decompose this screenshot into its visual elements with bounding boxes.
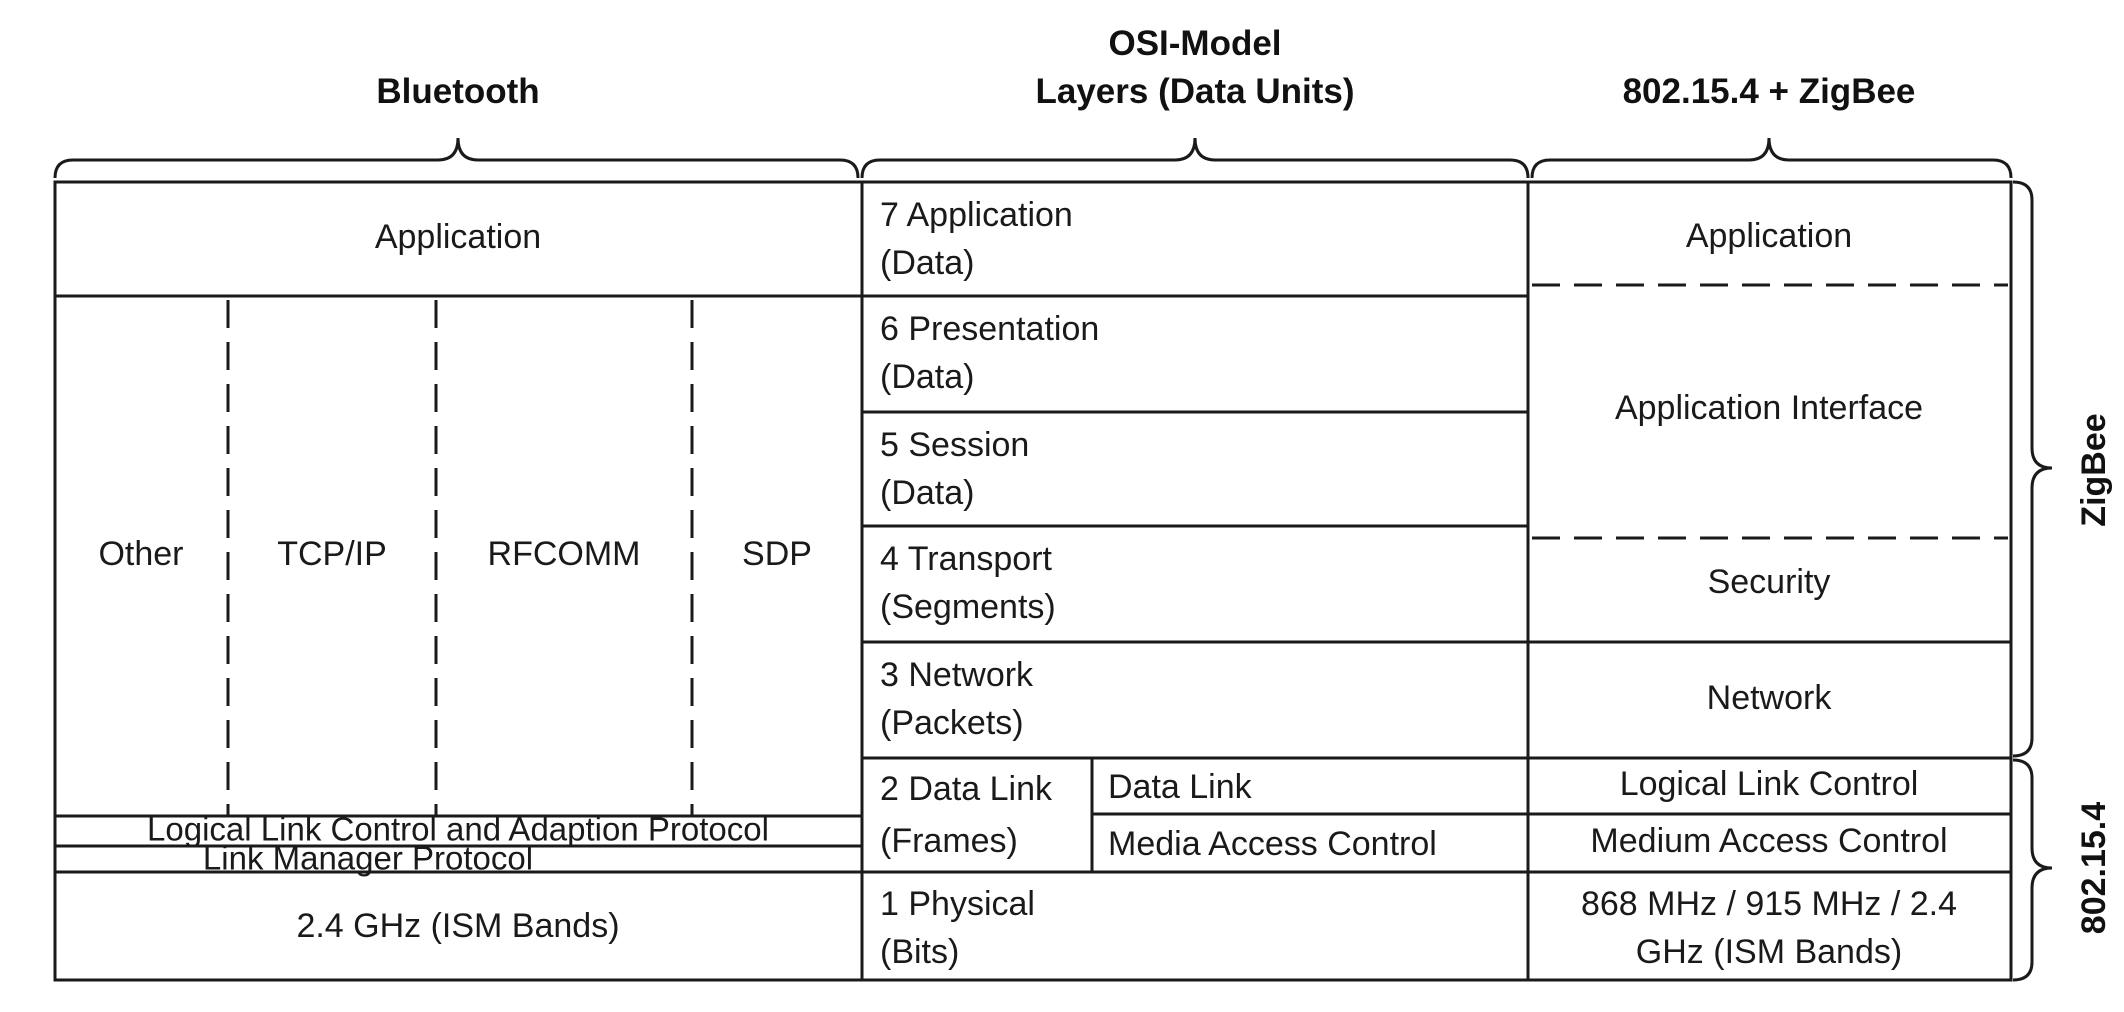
osi-top-brace: [860, 137, 1530, 179]
osi-layer-3-unit: (Packets): [880, 704, 1024, 742]
bluetooth-header: Bluetooth: [376, 72, 539, 111]
bt-application-label: Application: [375, 218, 541, 256]
osi-column: 7 Application (Data) 6 Presentation (Dat…: [860, 180, 1530, 982]
osi-layer-1-unit: (Bits): [880, 933, 959, 971]
osi-layer-2-name: 2 Data Link: [880, 770, 1053, 808]
bt-protocol-other: Other: [98, 535, 183, 573]
bt-protocol-rfcomm: RFCOMM: [488, 535, 641, 573]
zb-physical-box: [1526, 870, 2013, 982]
zigbee-column: Application Application Interface Securi…: [1526, 180, 2013, 982]
osi-layer-7-unit: (Data): [880, 244, 974, 282]
zigbee-side-brace: [2012, 180, 2053, 758]
osi-datalink-sub-label: Data Link: [1108, 768, 1253, 806]
bt-protocol-tcpip: TCP/IP: [277, 535, 387, 573]
osi-layer-5-name: 5 Session: [880, 426, 1029, 464]
zigbee-side-label: ZigBee: [2075, 413, 2113, 526]
zigbee-top-brace: [1530, 137, 2013, 179]
osi-layer-7-name: 7 Application: [880, 196, 1073, 234]
bt-physical-label: 2.4 GHz (ISM Bands): [296, 907, 619, 945]
zb-physical-label-line2: GHz (ISM Bands): [1636, 933, 1902, 971]
osi-layer-1-name: 1 Physical: [880, 885, 1035, 923]
osi-layer-4-unit: (Segments): [880, 588, 1056, 626]
zb-mac-label: Medium Access Control: [1590, 822, 1947, 860]
osi-header-line2: Layers (Data Units): [1036, 72, 1355, 111]
osi-layer-6-unit: (Data): [880, 358, 974, 396]
bluetooth-top-brace: [53, 137, 860, 179]
bluetooth-column: Application Other TCP/IP RFCOMM SDP Logi…: [53, 180, 864, 982]
osi-header-line1: OSI-Model: [1108, 24, 1281, 63]
osi-layer-2-unit: (Frames): [880, 822, 1018, 860]
zb-security-label: Security: [1708, 563, 1831, 601]
osi-layer-4-name: 4 Transport: [880, 540, 1053, 578]
osi-layer-3-name: 3 Network: [880, 656, 1034, 694]
zb-app-interface-label: Application Interface: [1615, 389, 1923, 427]
bt-protocol-sdp: SDP: [742, 535, 812, 573]
zb-application-label: Application: [1686, 217, 1852, 255]
zb-network-label: Network: [1707, 679, 1833, 717]
ieee-side-label: 802.15.4: [2075, 802, 2113, 934]
zb-llc-label: Logical Link Control: [1620, 765, 1919, 803]
osi-mac-sub-label: Media Access Control: [1108, 825, 1437, 863]
osi-layer-5-unit: (Data): [880, 474, 974, 512]
zigbee-header: 802.15.4 + ZigBee: [1623, 72, 1916, 111]
bt-l2cap-label: Logical Link Control and Adaption Protoc…: [147, 811, 769, 848]
ieee-side-brace: [2012, 758, 2053, 982]
zb-physical-label-line1: 868 MHz / 915 MHz / 2.4: [1581, 885, 1957, 923]
osi-layer-6-name: 6 Presentation: [880, 310, 1099, 348]
